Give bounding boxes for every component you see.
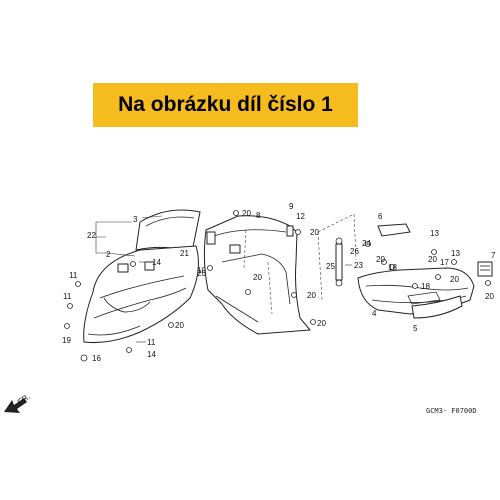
callout-20: 20	[450, 275, 459, 284]
callout-9: 9	[289, 202, 294, 211]
callout-11: 11	[147, 338, 156, 347]
callout-22: 22	[87, 231, 96, 240]
callout-24: 24	[362, 239, 371, 248]
callout-6: 6	[378, 212, 383, 221]
callout-17: 17	[440, 258, 449, 267]
screw-icon	[291, 292, 297, 298]
banner-text: Na obrázku díl číslo 1	[118, 93, 333, 116]
floor-lower-part-5[interactable]	[411, 295, 463, 319]
callout-20: 20	[307, 291, 316, 300]
callout-23: 23	[354, 261, 363, 270]
drawing-code: GCM3- F0700D	[426, 407, 477, 415]
callout-10: 10	[197, 266, 206, 275]
callout-21: 21	[180, 249, 189, 258]
screw-icon	[412, 283, 418, 289]
callout-11: 11	[69, 271, 78, 280]
callout-13: 13	[430, 229, 439, 238]
cover-crease-2	[93, 287, 187, 319]
screw-icon	[389, 264, 395, 270]
callout-20: 20	[428, 255, 437, 264]
cover-lower-edge	[87, 325, 141, 336]
screw-icon	[126, 347, 132, 353]
inner-cover-panel	[221, 253, 291, 305]
glovebox-latch	[229, 244, 241, 254]
callout-11: 11	[63, 292, 72, 301]
screw-icon	[80, 354, 88, 362]
screw-icon	[365, 241, 371, 247]
callout-14: 14	[147, 350, 156, 359]
screw-icon	[245, 289, 251, 295]
screw-icon	[207, 265, 213, 271]
callout-4: 4	[372, 309, 377, 318]
screw-icon	[485, 280, 491, 286]
headlight-opening	[103, 297, 151, 313]
windscreen-part-3[interactable]	[135, 209, 201, 253]
screw-icon	[431, 249, 437, 255]
bracket-part-6[interactable]	[377, 223, 411, 237]
screw-icon	[310, 319, 316, 325]
callout-16: 16	[92, 354, 101, 363]
step-part-7[interactable]	[477, 261, 493, 277]
front-direction-arrow: FR.	[4, 392, 32, 413]
callout-26: 26	[350, 247, 359, 256]
callout-7: 7	[491, 251, 496, 260]
windscreen-edge	[145, 216, 195, 227]
callout-20: 20	[485, 292, 494, 301]
floor-panel[interactable]	[357, 267, 475, 319]
callout-20: 20	[242, 209, 251, 218]
inner-cover-top-edge	[213, 229, 287, 237]
callout-18: 18	[388, 263, 397, 272]
screw-icon	[67, 303, 73, 309]
front-cover[interactable]	[83, 209, 201, 343]
emblem-bracket-2	[144, 261, 155, 271]
screw-icon	[435, 274, 441, 280]
screw-icon	[130, 261, 136, 267]
callout-19: 19	[62, 336, 71, 345]
clip-part-9	[286, 225, 294, 237]
screw-icon	[168, 322, 174, 328]
leader-3	[141, 215, 163, 219]
bracket-22	[95, 221, 136, 257]
callout-20: 20	[310, 228, 319, 237]
callout-14: 14	[152, 258, 161, 267]
reference-lines	[317, 213, 357, 301]
title-banner: Na obrázku díl číslo 1	[93, 83, 358, 127]
inner-cover-lower	[215, 295, 259, 323]
screw-icon	[335, 237, 343, 245]
callout-18: 18	[421, 282, 430, 291]
hook-part-21	[206, 231, 216, 245]
screw-icon	[64, 323, 70, 329]
screw-icon	[451, 259, 457, 265]
callout-5: 5	[413, 324, 418, 333]
callout-20: 20	[197, 269, 206, 278]
screw-icon	[335, 279, 343, 287]
screw-icon	[75, 281, 81, 287]
floor-rib-1	[365, 284, 469, 291]
screw-icon	[381, 259, 387, 265]
inner-cover[interactable]	[203, 215, 312, 335]
screw-icon	[233, 210, 239, 216]
callout-20: 20	[317, 319, 326, 328]
callout-20: 20	[175, 321, 184, 330]
callout-20: 20	[253, 273, 262, 282]
callout-20: 20	[376, 255, 385, 264]
front-cover-part-1[interactable]	[83, 245, 199, 343]
hidden-outline	[243, 227, 273, 315]
emblem-bracket	[117, 263, 129, 273]
callout-2: 2	[106, 250, 111, 259]
cover-crease-1	[99, 275, 185, 299]
callout-12: 12	[296, 212, 305, 221]
callout-25: 25	[326, 262, 335, 271]
callout-3: 3	[133, 215, 138, 224]
floor-slot	[407, 291, 441, 305]
screw-icon	[295, 229, 301, 235]
callout-13: 13	[451, 249, 460, 258]
bracket-part-23[interactable]	[335, 243, 343, 281]
callout-8: 8	[256, 211, 261, 220]
